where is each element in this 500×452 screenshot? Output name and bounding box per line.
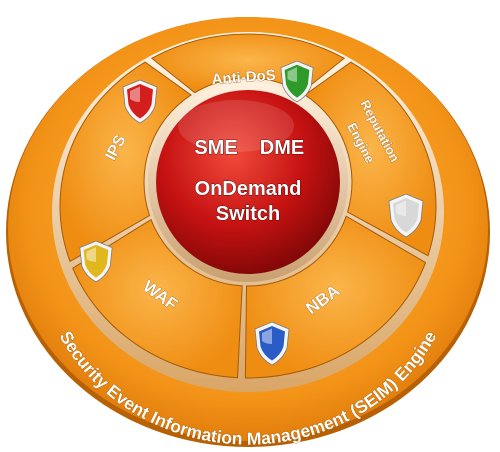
anti-dos-shield-icon-shine	[287, 67, 297, 82]
reputation-shield-icon-shine	[396, 200, 406, 216]
anti-dos-label: Anti-DoS	[211, 67, 276, 88]
anti-dos-shield-icon	[280, 60, 314, 103]
nba-segment	[244, 215, 427, 379]
nba-shield-icon	[254, 321, 290, 366]
reputation-shield-icon	[388, 193, 424, 238]
core-dme-label: DME	[260, 137, 304, 159]
waf-shield-icon	[79, 240, 113, 283]
core-ondemand-label: OnDemand	[195, 178, 302, 200]
waf-segment	[72, 218, 243, 379]
ips-segment	[59, 61, 192, 263]
reputation-shield-icon-body	[393, 198, 419, 233]
nba-shield-icon-shine	[262, 328, 272, 344]
shields-group	[79, 60, 424, 366]
core-switch-label: Switch	[216, 203, 280, 225]
ips-shield-icon-shine	[130, 86, 140, 102]
nba-shield-icon-body	[259, 326, 285, 361]
waf-shield-icon-body	[83, 244, 109, 278]
core-switch	[156, 90, 340, 274]
ips-shield-icon	[122, 79, 158, 124]
core-highlight	[178, 100, 294, 152]
core-sme-label: SME	[194, 137, 237, 159]
ips-shield-icon-body	[127, 84, 153, 119]
waf-shield-icon-shine	[86, 247, 96, 262]
anti-dos-shield-icon-body	[284, 64, 310, 98]
